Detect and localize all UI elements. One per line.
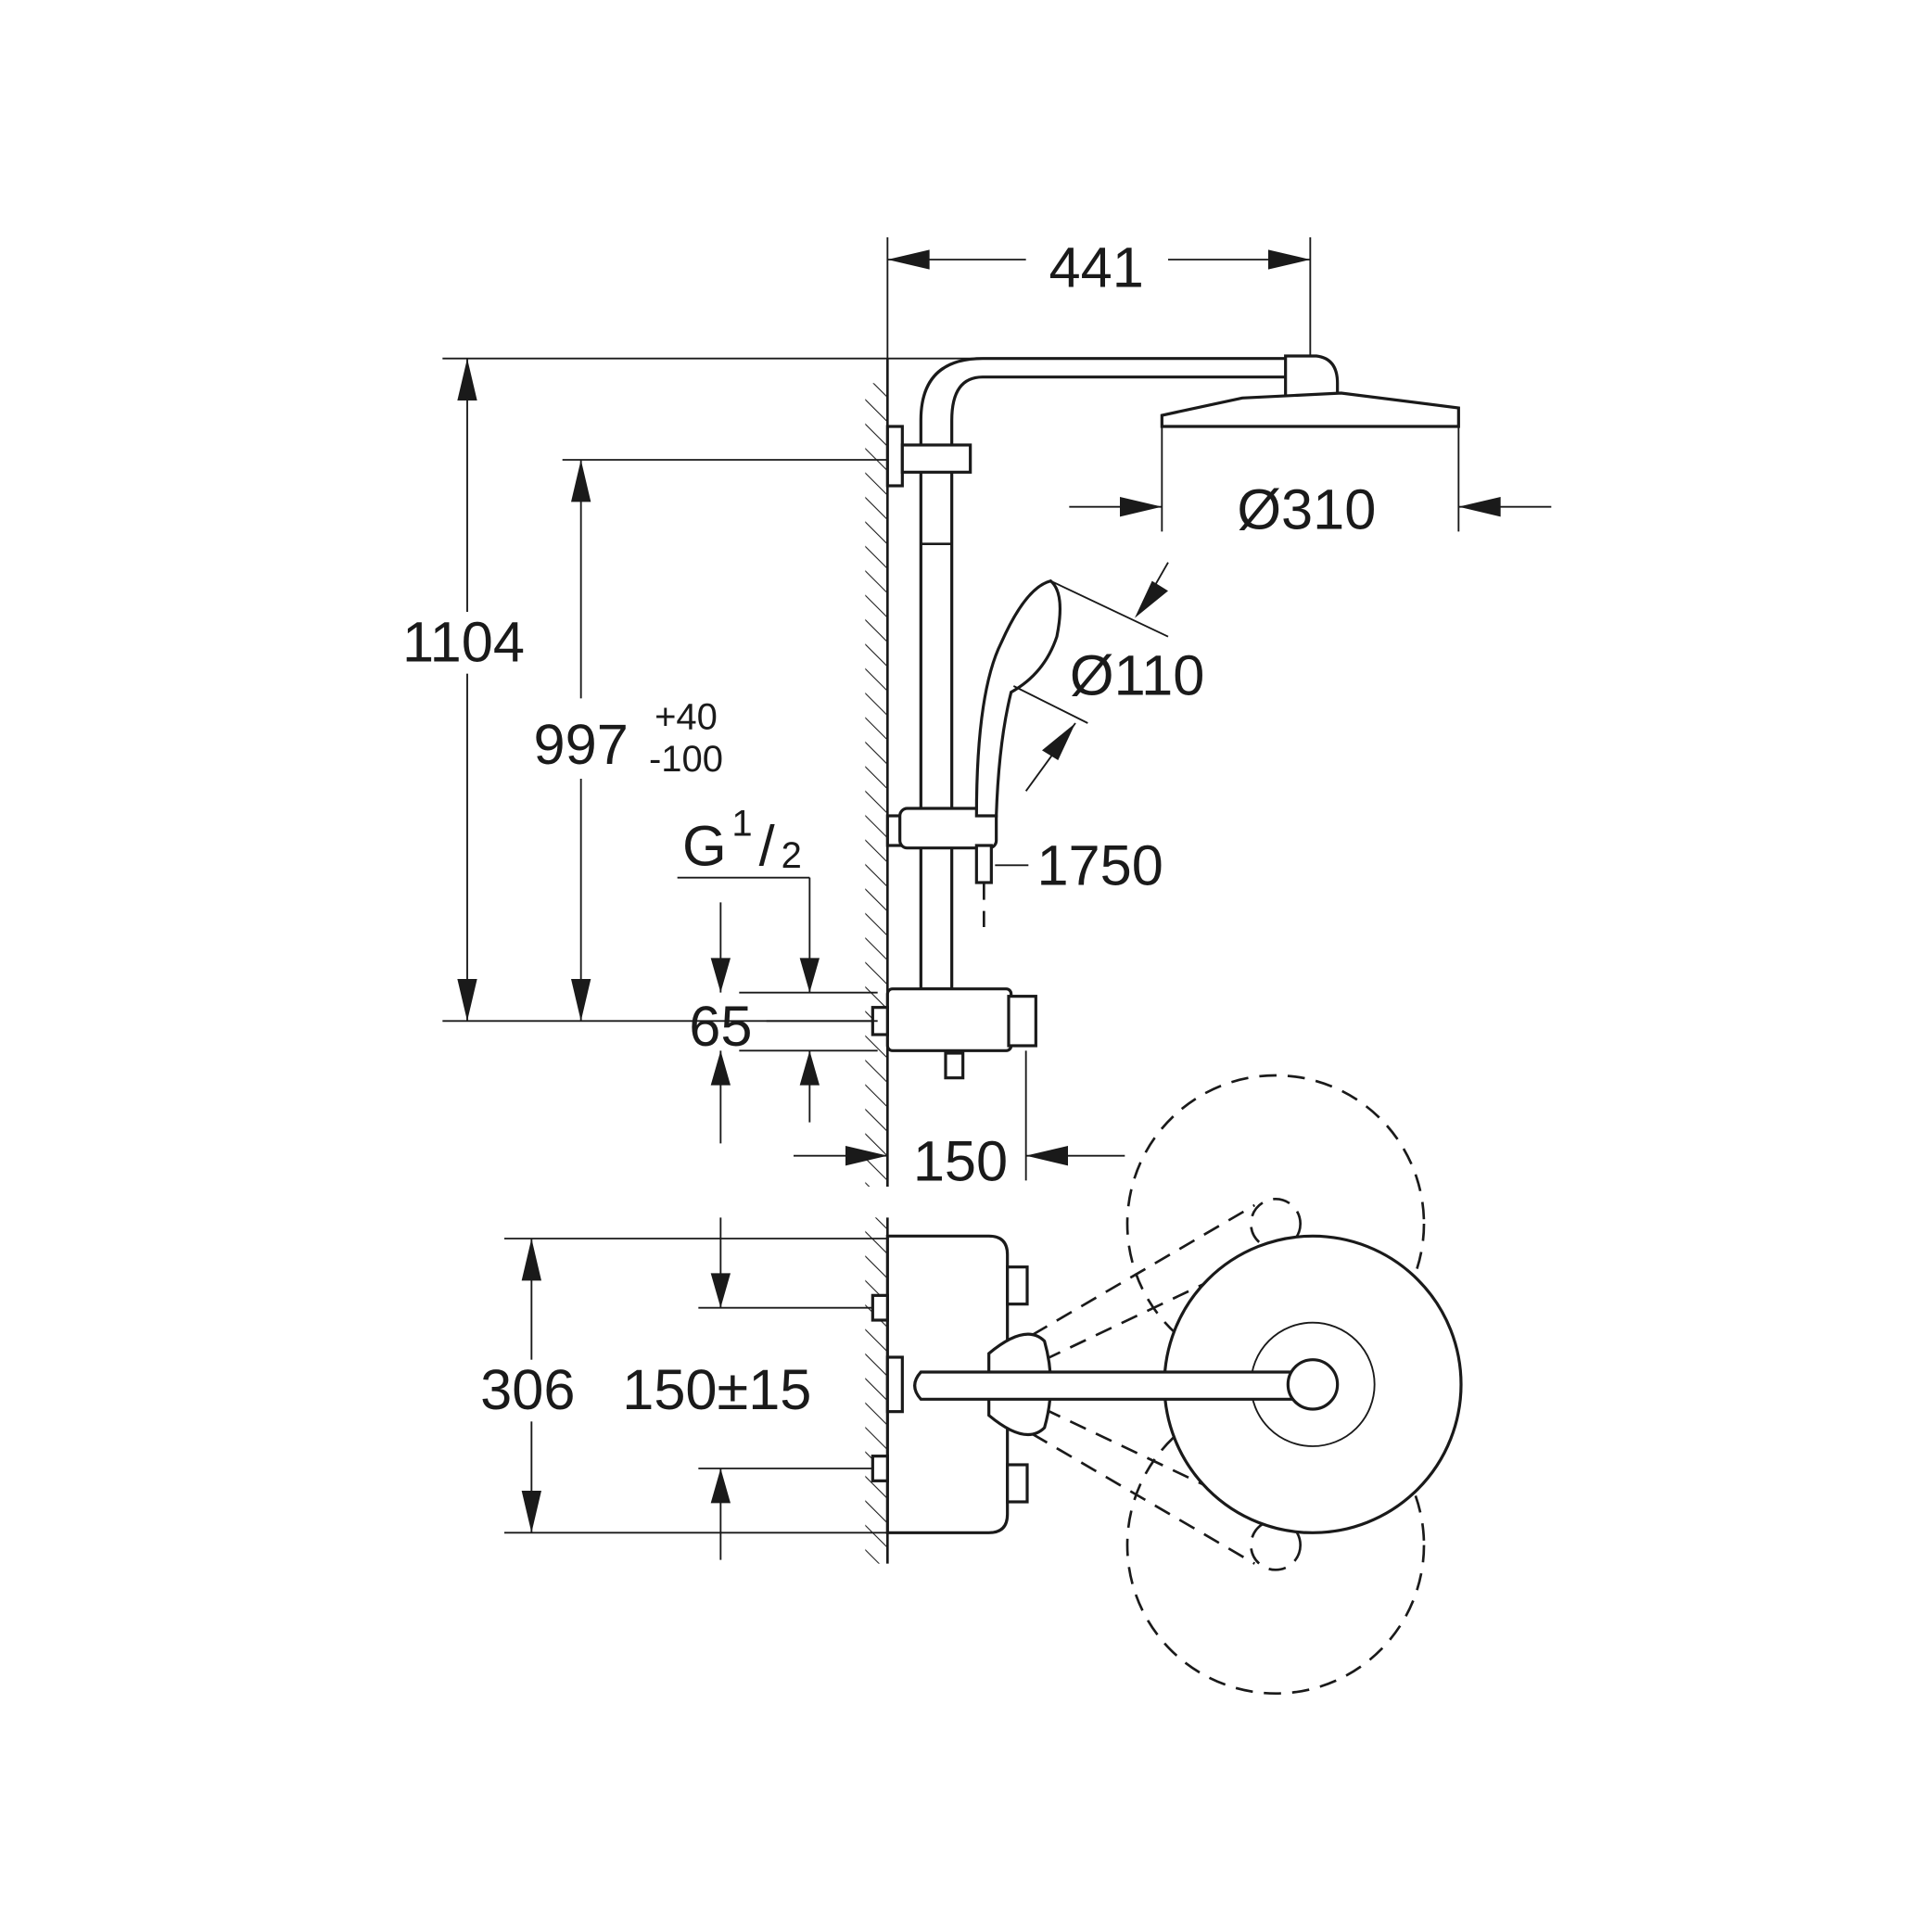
dim-997-tol-plus: +40 [655, 697, 718, 738]
dim-110-label: Ø110 [1070, 642, 1204, 706]
thread-slash: / [759, 813, 776, 877]
dimension-65: 65 G 1 / 2 [677, 803, 878, 1144]
dimension-1750: 1750 [995, 833, 1163, 897]
thread-g-label: G [682, 813, 727, 877]
dim-150-15-label: 150±15 [622, 1357, 811, 1421]
dim-306-label: 306 [480, 1357, 575, 1421]
dim-441-label: 441 [1049, 235, 1144, 299]
thermostat-elevation [871, 987, 1037, 1181]
dimension-150: 150 [794, 1128, 1125, 1192]
dimension-1104: 1104 [395, 357, 1286, 1023]
dimension-150-15: 150±15 [622, 1217, 873, 1560]
wall-elevation [865, 358, 889, 1187]
wall-plan [865, 1217, 889, 1564]
plan-view [871, 1074, 1463, 1695]
dimension-441: 441 [886, 235, 1312, 369]
thread-denominator: 2 [782, 835, 802, 876]
shower-column [885, 354, 1460, 991]
dimension-997: 997 +40 -100 [519, 459, 896, 1022]
dimension-310: Ø310 [1069, 426, 1552, 541]
dim-65-label: 65 [689, 994, 752, 1058]
dim-997-label: 997 [534, 712, 629, 776]
dim-997-tol-minus: -100 [649, 739, 723, 780]
dim-1104-label: 1104 [402, 609, 525, 673]
dimension-306: 306 [469, 1238, 888, 1534]
dim-1750-label: 1750 [1036, 833, 1163, 897]
dim-150-label: 150 [913, 1128, 1008, 1192]
dim-310-label: Ø310 [1237, 477, 1376, 541]
hand-shower: Ø110 [974, 562, 1204, 818]
thread-numerator: 1 [731, 803, 752, 844]
